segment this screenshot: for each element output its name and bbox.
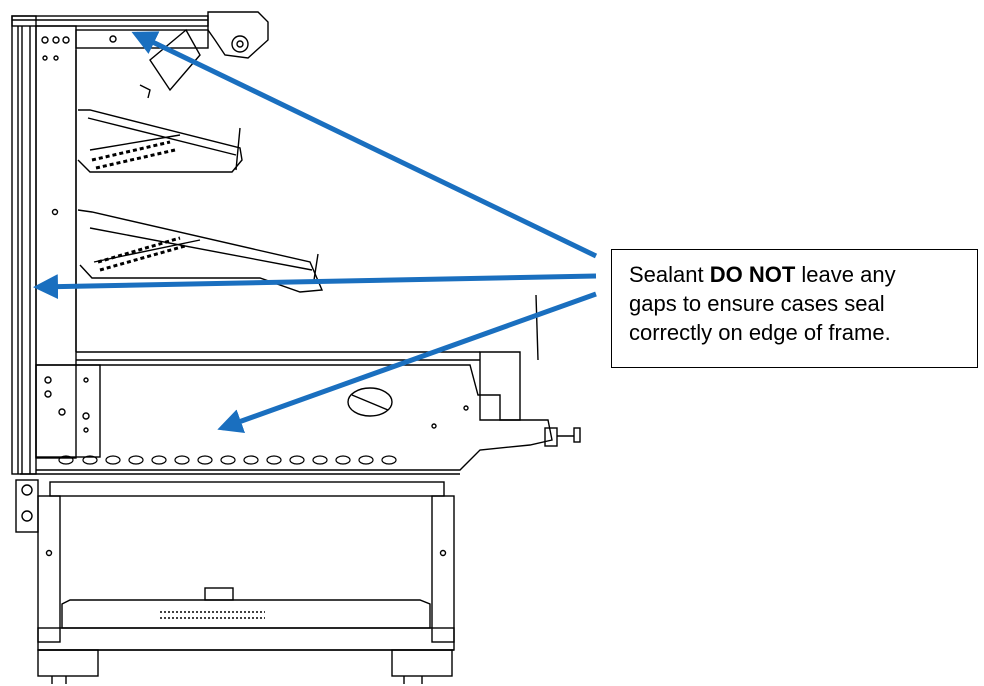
- callout-prefix: Sealant: [629, 262, 710, 287]
- arrow-to-left-frame: [33, 273, 597, 300]
- shelf-perforations: [91, 140, 186, 272]
- callout-arrows: [33, 31, 598, 434]
- arrow-to-base: [217, 291, 597, 434]
- callout-line-2: gaps to ensure cases seal: [629, 291, 885, 316]
- case-linework: [11, 11, 581, 684]
- callout-emphasis: DO NOT: [709, 262, 796, 287]
- sealant-callout-box: Sealant DO NOT leave any gaps to ensure …: [611, 249, 978, 368]
- arrow-to-top-frame: [131, 31, 598, 259]
- callout-line-1: Sealant DO NOT leave any: [629, 260, 977, 289]
- callout-line1-rest: leave any: [795, 262, 896, 287]
- callout-line-3: correctly on edge of frame.: [629, 320, 891, 345]
